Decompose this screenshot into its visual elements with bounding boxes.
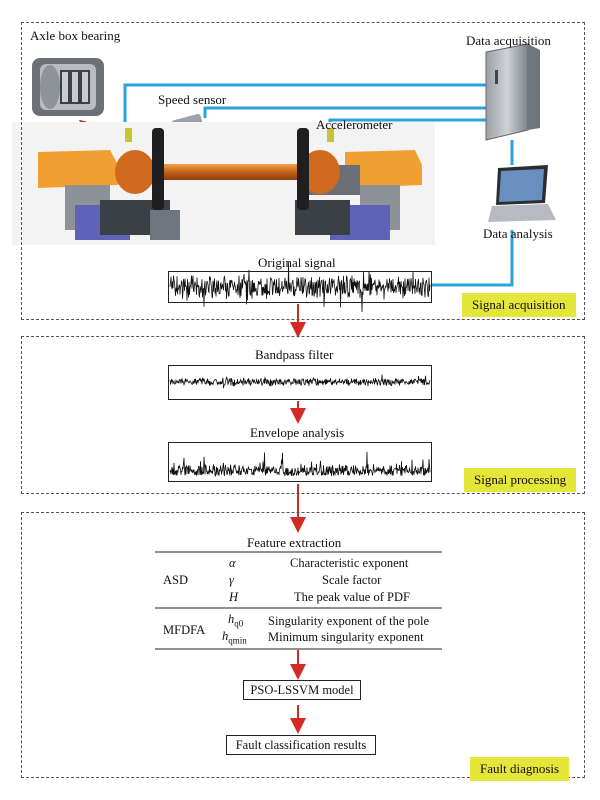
- alpha-symbol: α: [229, 556, 236, 570]
- data-acquisition-cabinet: [485, 43, 540, 141]
- waveform-trace: [169, 451, 431, 477]
- envelope-signal-box: [168, 442, 432, 482]
- gamma-symbol: γ: [229, 573, 234, 587]
- hq0-sub: q0: [234, 618, 244, 629]
- signal-acquisition-section: [21, 22, 585, 320]
- data-analysis-label: Data analysis: [483, 226, 553, 241]
- alpha-description: Characteristic exponent: [290, 556, 409, 570]
- accelerometer-label: Accelerometer: [316, 117, 393, 132]
- bandpass-signal-box: [168, 365, 432, 400]
- speed-sensor-label: Speed sensor: [158, 92, 227, 107]
- envelope-analysis-label: Envelope analysis: [250, 425, 345, 440]
- waveform-trace: [169, 261, 431, 313]
- hqmin-symbol: hqmin: [222, 629, 247, 646]
- original-signal-box: [168, 271, 432, 303]
- test-rig-image: [12, 122, 435, 245]
- envelope-waveform: [169, 451, 431, 477]
- pso-lssvm-model-box: PSO-LSSVM model: [243, 680, 361, 700]
- hqmin-description: Minimum singularity exponent: [268, 630, 424, 644]
- h-description: The peak value of PDF: [294, 590, 410, 604]
- signal-acquisition-tag: Signal acquisition: [462, 293, 576, 317]
- data-acquisition-label: Data acquisition: [466, 33, 551, 48]
- waveform-trace: [169, 374, 431, 389]
- h-symbol: H: [229, 590, 239, 604]
- hqmin-sub: qmin: [228, 635, 247, 646]
- original-signal-waveform: [169, 261, 431, 313]
- bandpass-filter-label: Bandpass filter: [255, 347, 334, 362]
- gamma-description: Scale factor: [322, 573, 382, 587]
- fault-diagnosis-section: [21, 512, 585, 778]
- axle-box-bearing-label: Axle box bearing: [30, 28, 121, 43]
- feature-table-rules: [155, 551, 442, 650]
- fault-diagnosis-tag: Fault diagnosis: [470, 757, 570, 781]
- laptop-image: [488, 165, 556, 222]
- signal-processing-section: [21, 336, 585, 494]
- original-signal-label: Original signal: [258, 255, 336, 270]
- asd-group-label: ASD: [163, 573, 189, 587]
- hq0-main: h: [228, 612, 235, 626]
- hqmin-main: h: [222, 629, 229, 643]
- hq0-symbol: hq0: [228, 612, 243, 629]
- mfdfa-group-label: MFDFA: [163, 623, 206, 637]
- feature-extraction-title: Feature extraction: [247, 535, 342, 550]
- signal-processing-tag: Signal processing: [464, 468, 577, 492]
- bearing-image: [32, 58, 104, 116]
- hq0-description: Singularity exponent of the pole: [268, 614, 430, 628]
- fault-classification-results-box: Fault classification results: [226, 735, 376, 755]
- bandpass-waveform: [169, 374, 431, 389]
